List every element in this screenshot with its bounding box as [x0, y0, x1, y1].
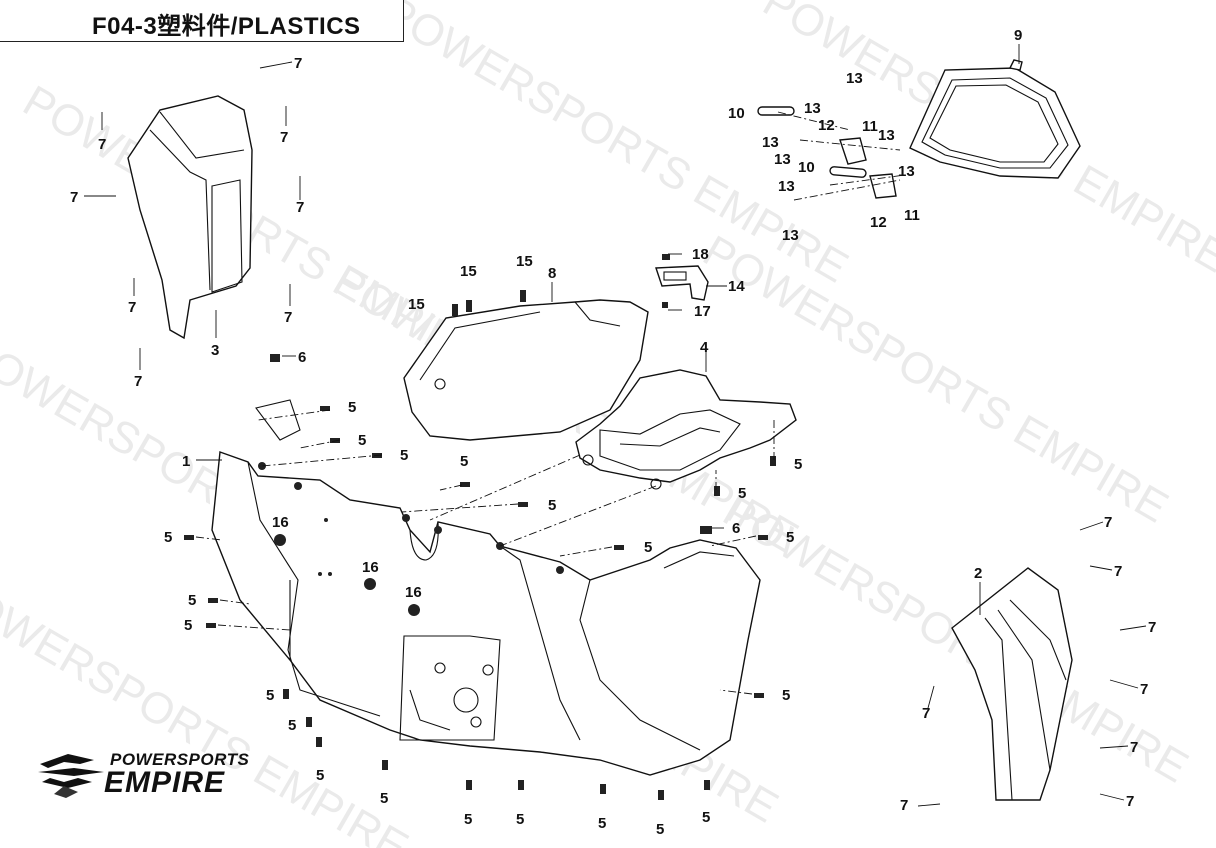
- callout-7: 7: [134, 373, 142, 390]
- callout-5: 5: [464, 811, 472, 828]
- part-11-12-brackets: [757, 106, 897, 199]
- logo-text-empire: EMPIRE: [104, 766, 226, 799]
- callout-12: 12: [870, 214, 887, 231]
- callout-13: 13: [804, 100, 821, 117]
- callout-7: 7: [1104, 514, 1112, 531]
- assembly-lines: [195, 111, 906, 695]
- callout-5: 5: [548, 497, 556, 514]
- callout-7: 7: [70, 189, 78, 206]
- callout-15: 15: [408, 296, 425, 313]
- callout-5: 5: [164, 529, 172, 546]
- callout-7: 7: [1114, 563, 1122, 580]
- brand-logo: POWERSPORTS EMPIRE: [34, 744, 264, 804]
- callout-18: 18: [692, 246, 709, 263]
- callout-13: 13: [762, 134, 779, 151]
- callout-5: 5: [702, 809, 710, 826]
- callout-17: 17: [694, 303, 711, 320]
- callout-7: 7: [280, 129, 288, 146]
- callout-5: 5: [400, 447, 408, 464]
- callout-13: 13: [878, 127, 895, 144]
- callout-2: 2: [974, 565, 982, 582]
- callout-13: 13: [778, 178, 795, 195]
- callout-5: 5: [656, 821, 664, 838]
- callout-5: 5: [380, 790, 388, 807]
- callout-6: 6: [732, 520, 740, 537]
- callout-16: 16: [362, 559, 379, 576]
- callout-15: 15: [516, 253, 533, 270]
- callout-8: 8: [548, 265, 556, 282]
- callout-11: 11: [862, 118, 878, 135]
- callout-15: 15: [460, 263, 477, 280]
- callout-10: 10: [798, 159, 815, 176]
- callout-7: 7: [1126, 793, 1134, 810]
- part-14-bracket: [655, 265, 709, 301]
- callout-13: 13: [846, 70, 863, 87]
- watermark-text: POWERSPORTS EMPIRE: [375, 0, 856, 292]
- watermark-text: POWERSPORTS EMPIRE: [695, 226, 1176, 532]
- leader-lines: [84, 44, 1147, 807]
- callout-5: 5: [188, 592, 196, 609]
- callouts: 1 2 3 4 6 6 8 9 14 18 17 15 15 15 16 16 …: [70, 27, 1156, 838]
- callout-13: 13: [782, 227, 799, 244]
- callout-7: 7: [922, 705, 930, 722]
- callout-10: 10: [728, 105, 745, 122]
- callout-4: 4: [700, 339, 709, 356]
- callout-5: 5: [460, 453, 468, 470]
- callout-5: 5: [316, 767, 324, 784]
- callout-14: 14: [728, 278, 745, 295]
- callout-5: 5: [644, 539, 652, 556]
- callout-12: 12: [818, 117, 835, 134]
- part-4-tray: [575, 369, 797, 490]
- callout-7: 7: [284, 309, 292, 326]
- part-8-seat: [403, 299, 649, 441]
- callout-5: 5: [516, 811, 524, 828]
- callout-5: 5: [184, 617, 192, 634]
- callout-5: 5: [358, 432, 366, 449]
- callout-7: 7: [1140, 681, 1148, 698]
- callout-7: 7: [900, 797, 908, 814]
- callout-6: 6: [298, 349, 306, 366]
- part-3-left-cover: [127, 95, 253, 340]
- callout-5: 5: [786, 529, 794, 546]
- callout-5: 5: [738, 485, 746, 502]
- callout-7: 7: [98, 136, 106, 153]
- logo-emblem-icon: [38, 754, 104, 798]
- callout-13: 13: [774, 151, 791, 168]
- callout-7: 7: [128, 299, 136, 316]
- callout-7: 7: [1130, 739, 1138, 756]
- callout-5: 5: [598, 815, 606, 832]
- callout-7: 7: [1148, 619, 1156, 636]
- callout-3: 3: [211, 342, 219, 359]
- callout-5: 5: [288, 717, 296, 734]
- callout-16: 16: [405, 584, 422, 601]
- callout-16: 16: [272, 514, 289, 531]
- callout-11: 11: [904, 207, 920, 224]
- part-2-right-cover: [951, 567, 1073, 801]
- callout-7: 7: [296, 199, 304, 216]
- callout-5: 5: [794, 456, 802, 473]
- callout-1: 1: [182, 453, 190, 470]
- callout-5: 5: [782, 687, 790, 704]
- part-1-floor-panel: [211, 399, 761, 776]
- title-box: F04-3塑料件/PLASTICS: [0, 0, 404, 42]
- part-9-panel: [909, 59, 1081, 179]
- callout-7: 7: [294, 55, 302, 72]
- callout-9: 9: [1014, 27, 1022, 44]
- callout-5: 5: [348, 399, 356, 416]
- callout-5: 5: [266, 687, 274, 704]
- callout-13: 13: [898, 163, 915, 180]
- logo-text-powersports: POWERSPORTS: [110, 750, 250, 769]
- page-title: F04-3塑料件/PLASTICS: [92, 13, 361, 40]
